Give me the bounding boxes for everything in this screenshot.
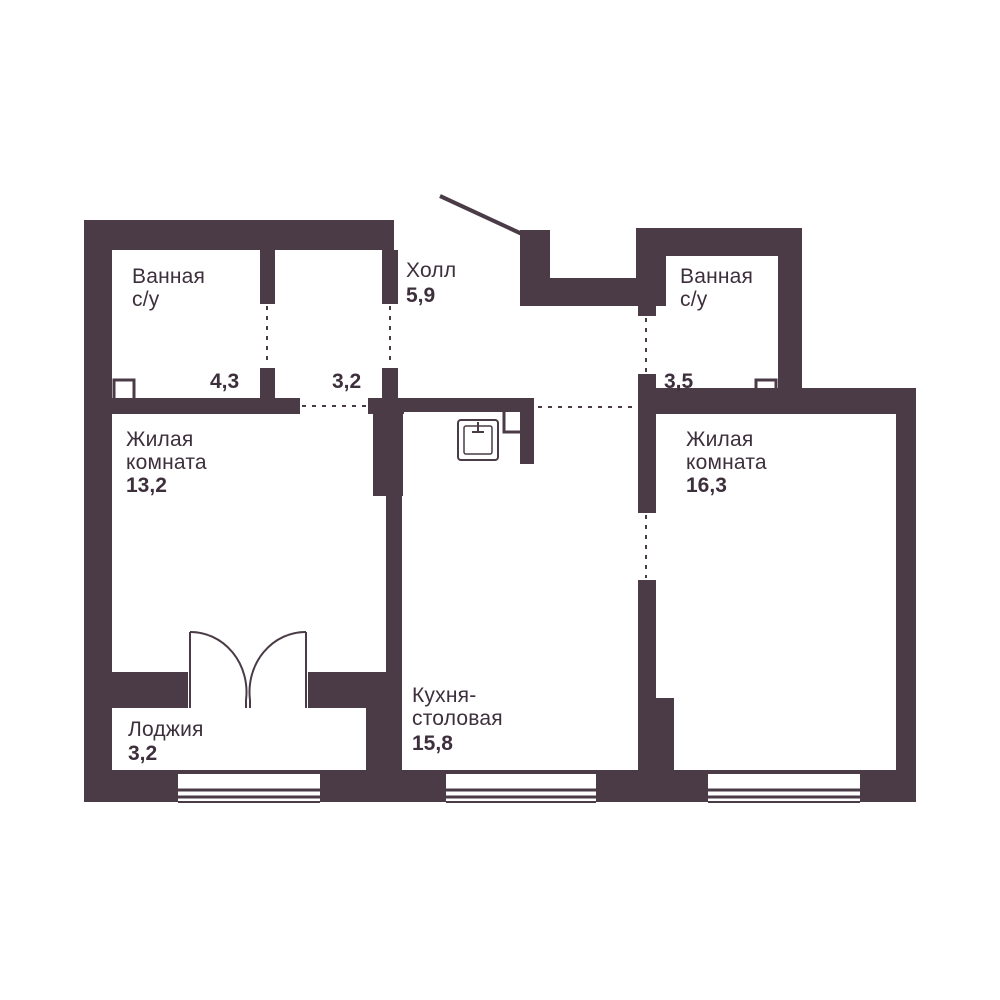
room-area-bath-right: 3,5 (664, 370, 694, 393)
wall (84, 220, 394, 250)
wall (778, 228, 802, 400)
wall (520, 398, 534, 464)
wall (382, 368, 398, 400)
wall (386, 398, 534, 412)
wall (84, 672, 188, 708)
room-name-living-right: Жилая комната (686, 428, 767, 474)
room-name-kitchen: Кухня- столовая (412, 684, 503, 730)
wall (260, 368, 275, 400)
sink-icon (457, 419, 499, 461)
room-area-living-left: 13,2 (126, 474, 167, 497)
wall (84, 220, 112, 802)
openings (266, 306, 647, 578)
room-name-bath-right: Ванная с/у (680, 265, 754, 311)
wall (638, 304, 656, 316)
room-area-toilet: 3,2 (332, 370, 362, 393)
wall (860, 770, 916, 802)
room-name-bath-left: Ванная с/у (132, 265, 206, 311)
room-name-hall: Холл (406, 259, 457, 282)
room-area-kitchen: 15,8 (412, 732, 453, 755)
room-name-living-left: Жилая комната (126, 428, 207, 474)
wall (896, 388, 916, 802)
loggia-door (189, 630, 307, 708)
shaft (502, 412, 520, 434)
room-area-bath-left: 4,3 (210, 370, 240, 393)
windows (178, 770, 860, 803)
room-name-loggia: Лоджия (128, 718, 204, 741)
shaft (754, 378, 778, 398)
window (708, 770, 860, 803)
wall (84, 398, 300, 414)
window (178, 770, 320, 803)
wall (638, 398, 656, 513)
wall (382, 250, 398, 304)
room-area-living-right: 16,3 (686, 474, 727, 497)
walls (84, 220, 916, 802)
wall (636, 228, 802, 256)
wall (320, 770, 446, 802)
window (446, 770, 596, 803)
wall (260, 250, 275, 304)
shafts (112, 378, 778, 434)
entrance-door (439, 194, 523, 236)
shaft (112, 378, 136, 398)
room-area-loggia: 3,2 (128, 742, 158, 765)
wall (596, 770, 708, 802)
wall (84, 770, 178, 802)
room-area-hall: 5,9 (406, 284, 436, 307)
